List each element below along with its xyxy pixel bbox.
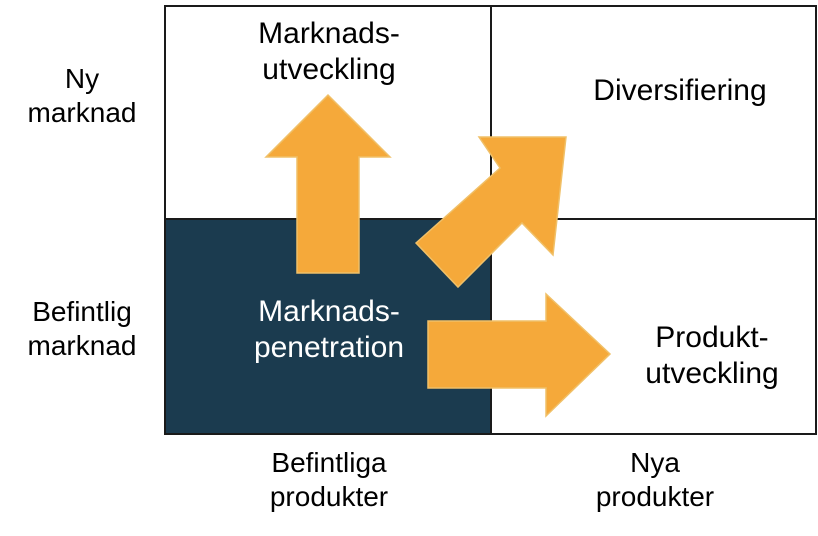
label-line: Nya xyxy=(630,447,680,478)
label-line: Befintlig xyxy=(32,296,132,327)
arrow-up xyxy=(264,93,392,274)
quadrant-top-right xyxy=(490,5,817,220)
quadrant-top-left xyxy=(164,5,492,220)
label-line: Produkt- xyxy=(655,321,769,354)
y-axis-label-top: Ny marknad xyxy=(2,62,162,130)
label-line: marknad xyxy=(27,330,137,361)
label-line: Ny xyxy=(64,63,100,94)
label-line: marknad xyxy=(27,97,137,128)
label-line: penetration xyxy=(253,331,405,364)
label-line: Befintliga xyxy=(271,447,387,478)
y-axis-label-bottom: Befintlig marknad xyxy=(2,295,162,363)
quadrant-top-left-label: Marknads- utveckling xyxy=(214,16,444,88)
arrow-diagonal xyxy=(414,136,567,289)
label-line: produkter xyxy=(269,481,389,512)
quadrant-bottom-left-label: Marknads- penetration xyxy=(214,294,444,366)
label-line: utveckling xyxy=(645,357,779,390)
label-line: Diversifiering xyxy=(593,74,767,107)
arrow-right xyxy=(427,292,612,418)
x-axis-label-left: Befintliga produkter xyxy=(214,446,444,514)
x-axis-label-right: Nya produkter xyxy=(540,446,770,514)
quadrant-bottom-right-label: Produkt- utveckling xyxy=(612,320,812,392)
label-line: Marknads- xyxy=(258,17,400,50)
quadrant-top-right-label: Diversifiering xyxy=(560,73,800,109)
label-line: produkter xyxy=(595,481,715,512)
label-line: utveckling xyxy=(262,53,396,86)
label-line: Marknads- xyxy=(258,295,400,328)
